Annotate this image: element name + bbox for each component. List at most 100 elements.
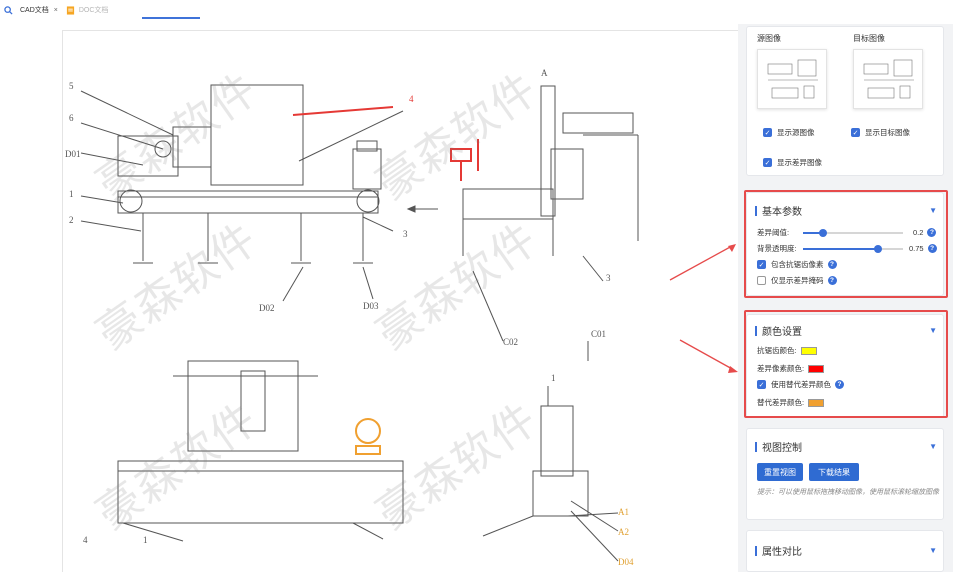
label-4: 4 [409,94,414,104]
diff-color-label: 差异像素颜色: [757,364,805,373]
source-image-label: 源图像 [757,34,781,43]
label-4b: 4 [83,535,88,545]
help-icon[interactable]: ? [827,276,837,285]
slider-fill [803,231,823,234]
color-settings-header[interactable]: 颜色设置 ▼ [755,323,937,338]
source-thumbnail[interactable] [757,49,827,109]
label-6: 6 [69,113,74,123]
drawing-conveyor-belt [117,190,379,214]
tab-bar: CAD文档 × DOC文档 [0,0,953,20]
label-d03: D03 [363,301,379,311]
help-icon[interactable]: ? [827,260,837,269]
cad-canvas[interactable]: 5 6 D01 1 2 4 3 D02 D03 A 3 C02 C01 1 A1… [62,30,738,572]
use-alt-color-checkbox[interactable]: ✓ 使用替代差异颜色 ? [757,379,844,390]
diff-red-parts [292,106,479,181]
label-a2: A2 [618,527,629,537]
checkbox-label: 包含抗锯齿像素 [771,260,824,269]
antialias-checkbox[interactable]: ✓ 包含抗锯齿像素 ? [757,259,837,270]
target-thumbnail[interactable] [853,49,923,109]
tab-label: CAD文档 [20,7,49,14]
checkbox-label: 仅显示差异掩码 [771,276,824,285]
show-diff-checkbox[interactable]: ✓ 显示差异图像 [763,157,822,168]
section-accent [755,325,757,336]
alt-color-picker[interactable] [808,398,825,407]
checkbox-unchecked-icon[interactable] [757,276,766,285]
opacity-slider[interactable] [803,244,903,253]
color-settings-card: 颜色设置 ▼ 抗锯齿颜色: 差异像素颜色: ✓ 使用替代差异颜色 ? 替代差异颜… [746,314,944,418]
left-margin [0,24,62,572]
antialias-color-picker[interactable] [800,346,817,355]
drawing-motor-box [117,135,179,177]
checkbox-checked-icon[interactable]: ✓ [757,380,766,389]
property-compare-header[interactable]: 属性对比 ▼ [755,543,937,558]
label-1b: 1 [551,373,556,383]
label-d04: D04 [618,557,634,567]
label-3: 3 [403,229,408,239]
label-3b: 3 [606,273,611,283]
label-2: 2 [69,215,74,225]
reset-view-button[interactable]: 重置视图 [757,463,803,481]
section-accent [755,205,757,216]
opacity-slider-row: 背景透明度: 0.75 ? [757,243,937,254]
section-title: 颜色设置 [762,327,802,338]
diff-color-picker[interactable] [808,364,825,373]
section-title: 属性对比 [762,547,802,558]
caret-down-icon[interactable]: ▼ [929,442,937,451]
checkbox-checked-icon[interactable]: ✓ [757,260,766,269]
checkbox-label: 显示差异图像 [777,158,822,167]
show-source-checkbox[interactable]: ✓ 显示源图像 [763,127,815,138]
diff-color-row: 差异像素颜色: [757,363,825,374]
threshold-value: 0.2 [913,228,924,237]
label-d02: D02 [259,303,275,313]
caret-down-icon[interactable]: ▼ [929,546,937,555]
tab-doc[interactable]: DOC文档 [62,0,113,20]
checkbox-checked-icon[interactable]: ✓ [763,158,772,167]
threshold-slider[interactable] [803,228,903,237]
drawing-side-conveyor [462,188,554,220]
view-hint: 提示：可以使用鼠标拖拽移动图像，使用鼠标滚轮缩放图像 [757,489,939,496]
checkbox-checked-icon[interactable]: ✓ [763,128,772,137]
help-icon[interactable]: ? [927,244,937,253]
mask-only-checkbox[interactable]: 仅显示差异掩码 ? [757,275,837,286]
tab-active-indicator [142,17,200,19]
tab-cad-doc[interactable]: CAD文档 × [16,0,62,20]
checkbox-label: 使用替代差异颜色 [771,380,831,389]
basic-params-header[interactable]: 基本参数 ▼ [755,203,937,218]
label-1: 1 [69,189,74,199]
help-icon[interactable]: ? [835,380,844,389]
label-d01: D01 [65,149,81,159]
section-title: 基本参数 [762,207,802,218]
checkbox-label: 显示源图像 [777,128,815,137]
tab-label: DOC文档 [78,7,109,14]
document-icon [66,5,75,15]
search-icon[interactable] [4,5,13,15]
property-compare-card: 属性对比 ▼ [746,530,944,572]
drawing-gearbox [540,405,574,477]
opacity-value: 0.75 [909,244,924,253]
caret-down-icon[interactable]: ▼ [929,326,937,335]
preview-card: 源图像 目标图像 ✓ 显示源图像 ✓ 显示目标图像 ✓ 显示差异图像 [746,26,944,176]
diff-orange-parts [355,418,381,455]
drawing-hopper [210,84,304,186]
caret-down-icon[interactable]: ▼ [929,206,937,215]
target-image-label: 目标图像 [853,34,885,43]
download-result-button[interactable]: 下载结果 [809,463,859,481]
show-target-checkbox[interactable]: ✓ 显示目标图像 [851,127,910,138]
label-a1: A1 [618,507,629,517]
slider-handle[interactable] [819,228,827,237]
label-c02: C02 [503,337,518,347]
antialias-color-row: 抗锯齿颜色: [757,345,817,356]
checkbox-checked-icon[interactable]: ✓ [851,128,860,137]
basic-params-card: 基本参数 ▼ 差异阈值: 0.2 ? 背景透明度: 0.75 ? [746,192,944,296]
annotation-arrows [669,244,738,373]
threshold-slider-row: 差异阈值: 0.2 ? [757,227,937,238]
threshold-label: 差异阈值: [757,228,790,237]
view-control-header[interactable]: 视图控制 ▼ [755,439,937,454]
section-accent [755,545,757,556]
label-c01: C01 [591,329,606,339]
slider-handle[interactable] [874,244,882,253]
close-icon[interactable]: × [53,6,58,14]
section-title: 视图控制 [762,443,802,454]
help-icon[interactable]: ? [927,228,937,237]
